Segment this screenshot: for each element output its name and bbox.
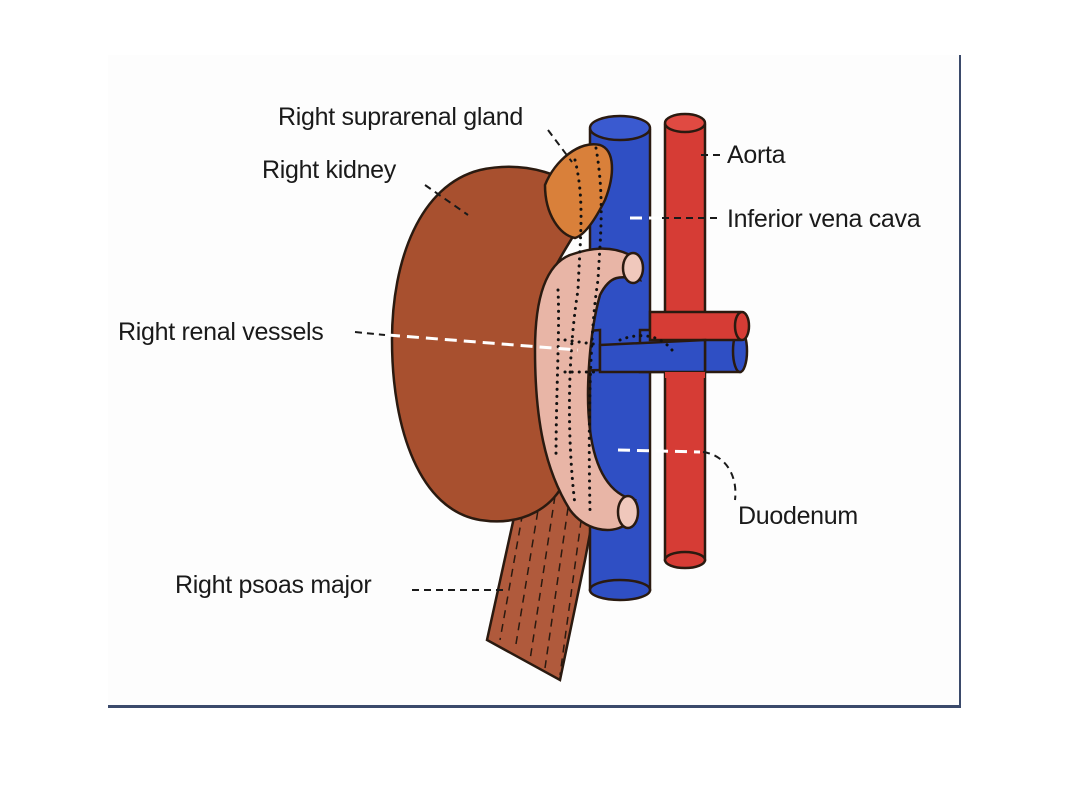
right-suprarenal-gland [543,142,614,240]
aorta-top-end [663,112,707,134]
label-right-renal-vessels: Right renal vessels [118,318,324,346]
duodenum [533,247,645,532]
ivc-front-crossing [598,338,707,374]
ivc-top-end [588,114,652,142]
leader-renal-outer [354,331,386,336]
label-inferior-vena-cava: Inferior vena cava [727,205,921,233]
leader-kidney [424,184,469,216]
renal-hilum-overlay [540,335,580,372]
label-right-kidney: Right kidney [262,156,397,184]
label-right-suprarenal-gland: Right suprarenal gland [278,103,523,131]
ivc-bottom-end [588,578,652,602]
label-aorta: Aorta [727,141,786,169]
label-right-psoas-major: Right psoas major [175,571,371,599]
leader-duodenum [702,451,737,501]
duodenum-bottom-opening [616,494,640,530]
psoas-fibers [499,491,586,676]
leader-suprarenal [547,129,573,163]
leader-lines [354,129,737,591]
hidden-outlines [554,146,674,512]
label-duodenum: Duodenum [738,502,858,530]
leader-duodenum-inner [617,448,701,454]
aorta-bottom-end [663,550,707,570]
aorta-gap-fill [665,372,705,378]
leader-renal-inner [387,333,579,352]
duodenum-top-opening [621,251,645,285]
aorta-renal-artery [648,310,742,342]
